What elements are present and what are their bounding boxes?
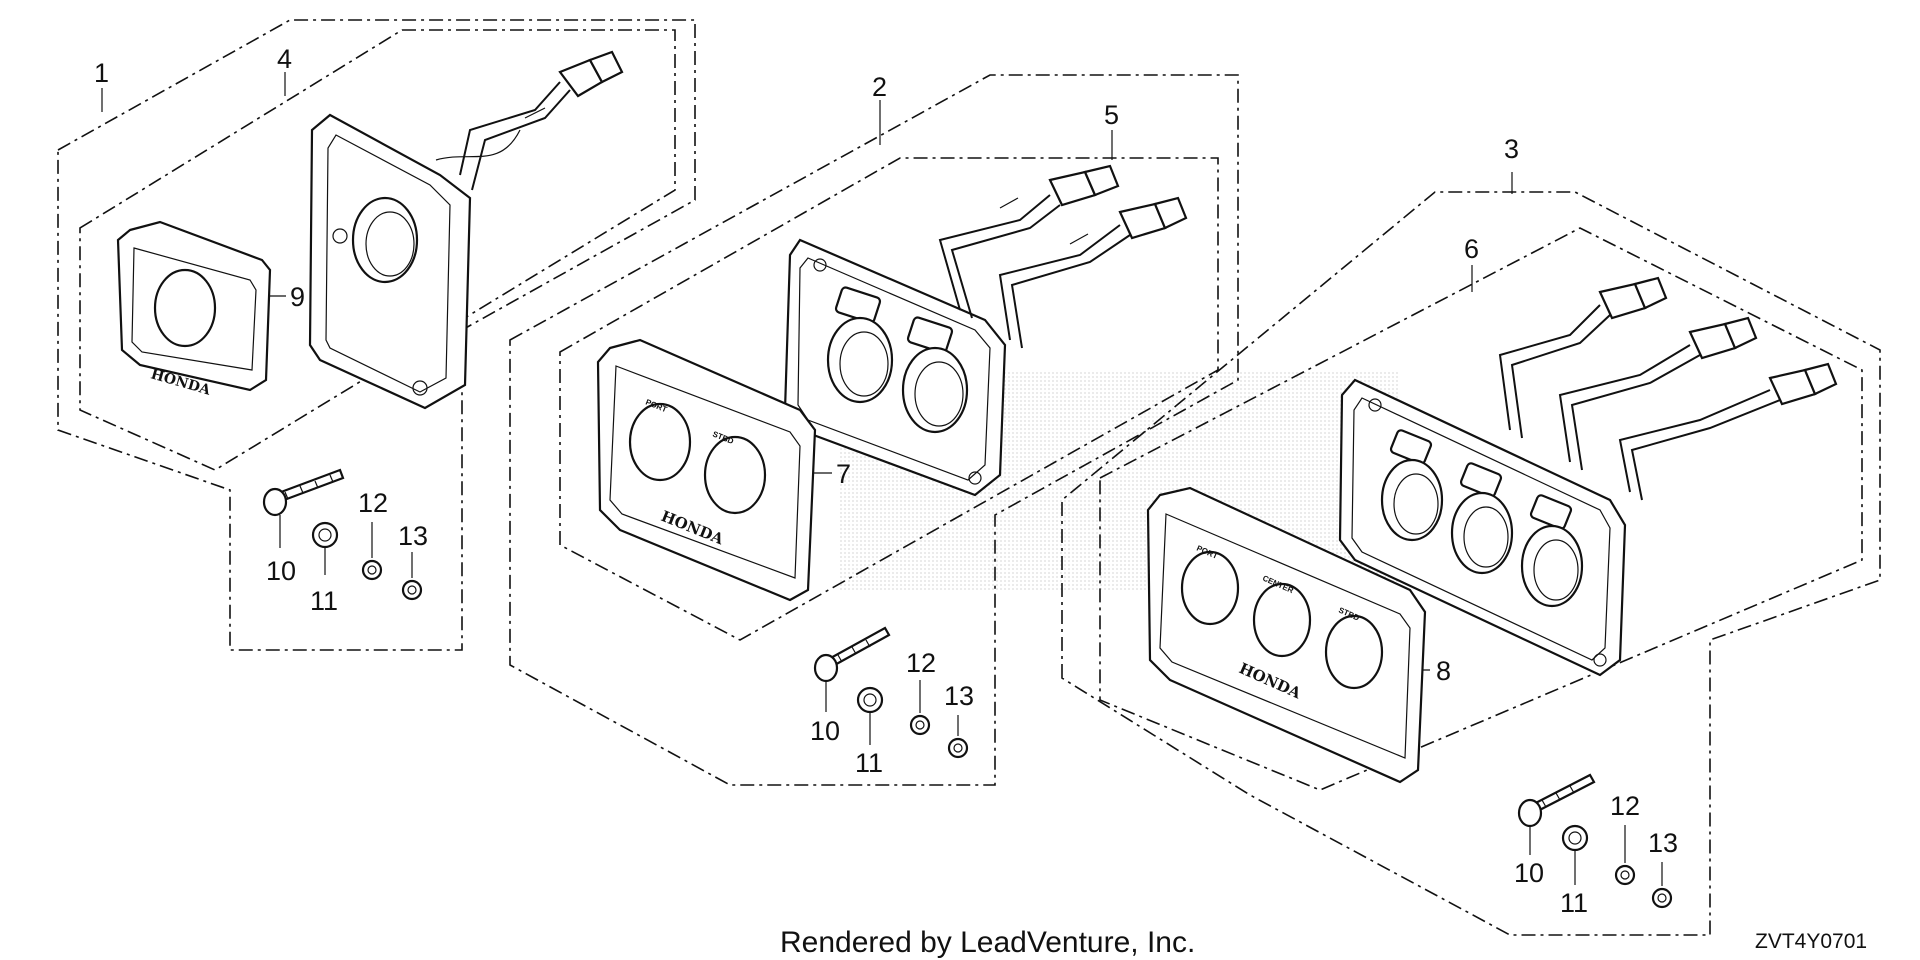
assembly-group-1: HONDA xyxy=(57,19,696,651)
callout-13a: 13 xyxy=(398,521,428,551)
diagram-code: ZVT4Y0701 xyxy=(1755,930,1867,953)
callout-9: 9 xyxy=(290,282,305,312)
callout-5: 5 xyxy=(1104,100,1119,130)
callout-11b: 11 xyxy=(855,748,883,778)
cover-plate-8: PORT CENTER STBD HONDA xyxy=(1146,486,1427,784)
callout-6: 6 xyxy=(1464,234,1479,264)
hardware-set-a xyxy=(262,468,423,601)
assembly-group-2: PORT STBD HONDA xyxy=(509,74,1239,786)
outlet-triple xyxy=(1338,276,1838,677)
callout-11a: 11 xyxy=(310,586,338,616)
callout-12c: 12 xyxy=(1610,791,1640,821)
callout-13b: 13 xyxy=(944,681,974,711)
callout-10c: 10 xyxy=(1514,858,1544,888)
callout-12a: 12 xyxy=(358,488,388,518)
callout-10a: 10 xyxy=(266,556,296,586)
assembly-group-3: PORT CENTER STBD HONDA xyxy=(1061,172,1881,936)
hardware-set-b xyxy=(813,626,969,759)
outlet-double xyxy=(783,164,1188,497)
callout-labels: 1 4 9 10 11 12 13 2 5 7 10 11 12 13 3 6 … xyxy=(94,44,1678,918)
hardware-set-c xyxy=(1517,773,1673,909)
cover-plate-7: PORT STBD HONDA xyxy=(596,338,817,602)
callout-8: 8 xyxy=(1436,656,1451,686)
callout-12b: 12 xyxy=(906,648,936,678)
callout-4: 4 xyxy=(277,44,292,74)
callout-10b: 10 xyxy=(810,716,840,746)
outlet-single xyxy=(308,50,624,410)
callout-1: 1 xyxy=(94,58,109,88)
callout-7: 7 xyxy=(836,459,851,489)
footer-credit: Rendered by LeadVenture, Inc. xyxy=(780,926,1195,959)
callout-3: 3 xyxy=(1504,134,1519,164)
cover-plate-9: HONDA xyxy=(116,220,272,399)
callout-11c: 11 xyxy=(1560,888,1588,918)
callout-2: 2 xyxy=(872,72,887,102)
callout-13c: 13 xyxy=(1648,828,1678,858)
